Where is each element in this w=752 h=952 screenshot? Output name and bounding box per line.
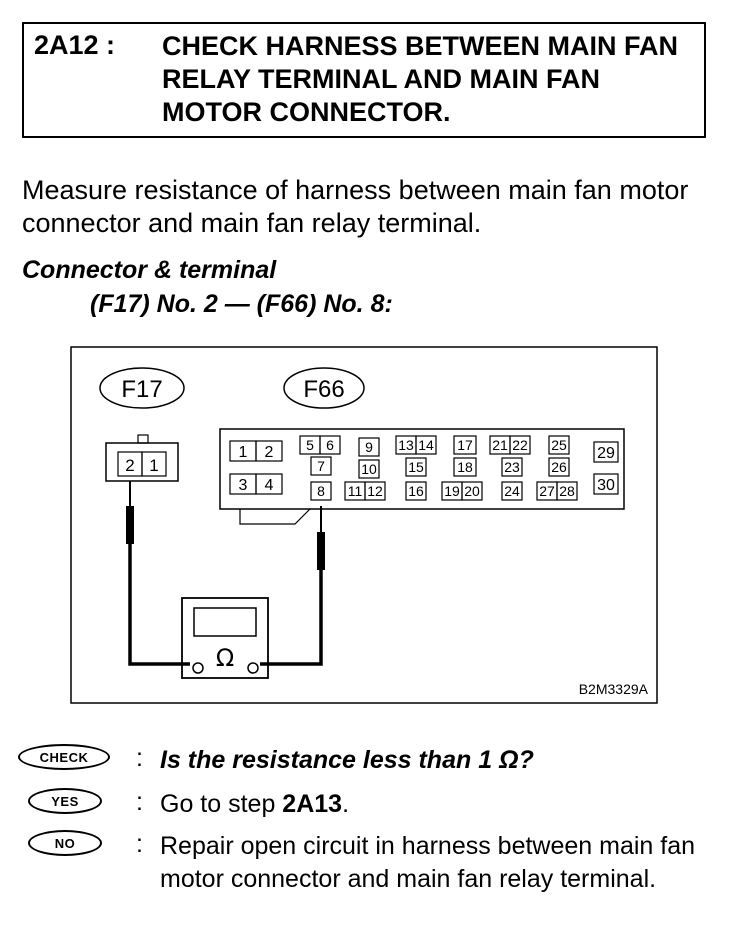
f66-pin-6: 6 — [326, 437, 334, 453]
f66-pin-10: 10 — [361, 461, 377, 477]
f66-pin-29: 29 — [597, 445, 615, 462]
step-code: 2A12 : — [34, 30, 116, 60]
f66-pin-9: 9 — [365, 439, 373, 455]
f66-pin-23: 23 — [504, 459, 520, 475]
figure-code: B2M3329A — [579, 681, 649, 697]
yes-badge: YES — [28, 788, 102, 814]
connector-heading: Connector & terminal — [22, 256, 277, 284]
ohm-symbol: Ω — [216, 644, 234, 672]
f17-connector: 2 1 — [105, 434, 179, 482]
f66-pin-5: 5 — [306, 437, 314, 453]
yes-instruction: Go to step 2A13. — [160, 790, 350, 818]
f66-pin-16: 16 — [408, 483, 424, 499]
f17-label: F17 — [121, 376, 162, 403]
f66-pin-7: 7 — [317, 458, 325, 474]
f66-pin-8: 8 — [317, 483, 325, 499]
f66-pin-12: 12 — [367, 483, 383, 499]
separator: : — [136, 744, 143, 772]
f66-pin-4: 4 — [265, 477, 274, 494]
f66-pin-18: 18 — [457, 459, 473, 475]
f66-pin-3: 3 — [239, 477, 248, 494]
separator: : — [136, 788, 143, 816]
no-badge: NO — [28, 830, 102, 856]
f66-pin-22: 22 — [512, 437, 528, 453]
f66-pin-24: 24 — [504, 483, 520, 499]
connector-spec: (F17) No. 2 — (F66) No. 8: — [90, 290, 393, 318]
f66-pin-17: 17 — [457, 437, 473, 453]
f66-pin-26: 26 — [551, 459, 567, 475]
separator: : — [136, 830, 143, 858]
f17-pin-1: 1 — [149, 456, 158, 475]
f66-pin-2: 2 — [265, 444, 274, 461]
f66-pin-25: 25 — [551, 437, 567, 453]
f66-pin-15: 15 — [408, 459, 424, 475]
f66-pin-14: 14 — [418, 437, 434, 453]
f66-pin-27: 27 — [539, 483, 555, 499]
instruction-text: Measure resistance of harness between ma… — [22, 175, 689, 238]
f66-pin-21: 21 — [492, 437, 508, 453]
f17-label-bubble — [99, 367, 185, 409]
f66-pin-1: 1 — [239, 444, 248, 461]
f66-label-bubble — [283, 367, 365, 409]
f17-pin-2: 2 — [125, 456, 134, 475]
no-instruction: Repair open circuit in harness between m… — [160, 832, 696, 893]
f66-pin-13: 13 — [398, 437, 414, 453]
f66-pin-20: 20 — [464, 483, 480, 499]
f66-pin-28: 28 — [559, 483, 575, 499]
probe-right — [260, 506, 325, 666]
probe-left — [126, 481, 190, 666]
ohmmeter: Ω — [181, 597, 269, 679]
step-link[interactable]: 2A13 — [282, 790, 343, 818]
step-title: CHECK HARNESS BETWEEN MAIN FAN RELAY TER… — [162, 31, 679, 127]
f66-pin-30: 30 — [597, 477, 615, 494]
check-badge: CHECK — [18, 744, 110, 770]
f66-pin-19: 19 — [444, 483, 460, 499]
f66-label: F66 — [303, 376, 344, 403]
check-question: Is the resistance less than 1 Ω? — [160, 746, 534, 774]
step-header-box: 2A12 : CHECK HARNESS BETWEEN MAIN FAN RE… — [22, 22, 706, 138]
f66-pin-11: 11 — [348, 483, 363, 499]
